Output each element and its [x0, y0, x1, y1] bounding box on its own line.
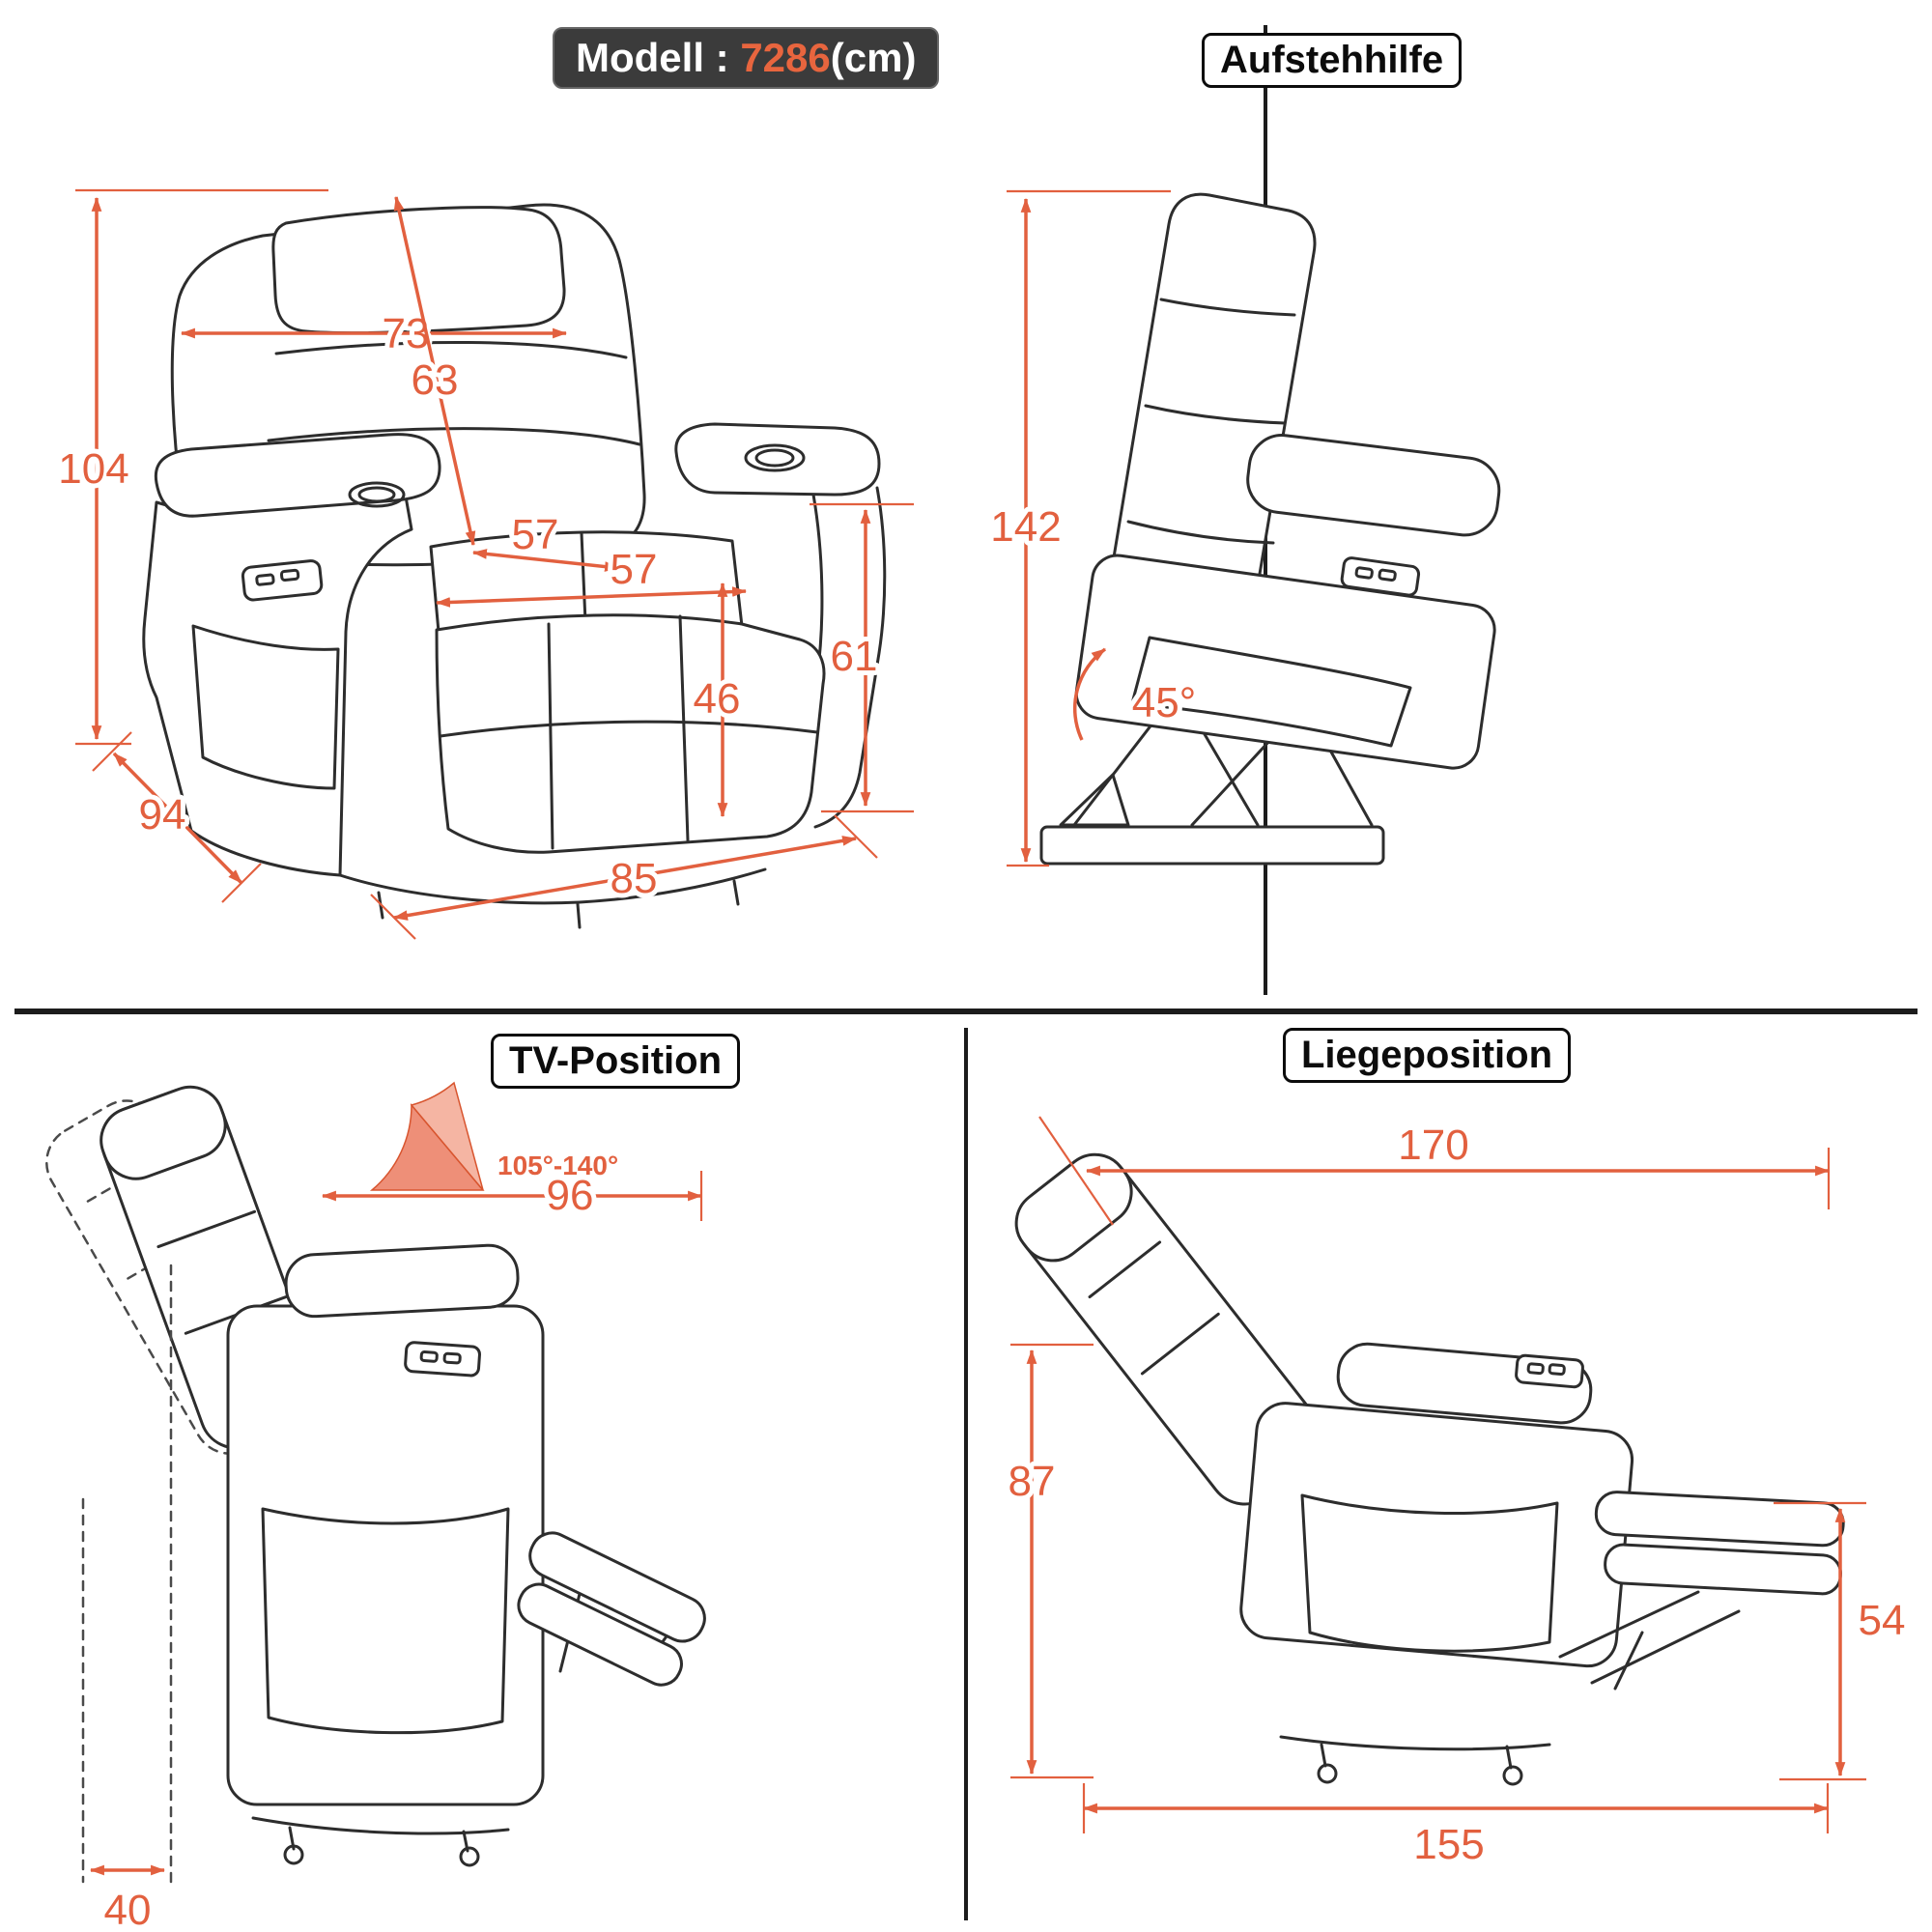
dim-label-total-length: 170 — [1398, 1122, 1468, 1169]
dim-label-back-length: 63 — [412, 356, 459, 404]
dim-label-footrest-height: 54 — [1859, 1597, 1906, 1644]
lift-panel-title: Aufstehhilfe — [1202, 33, 1463, 88]
model-title-box: Modell : 7286(cm) — [553, 27, 940, 89]
dimension-lift-angle: 45° — [1072, 647, 1201, 741]
recline-panel-title: Liegeposition — [1283, 1028, 1571, 1083]
usb-control-panel — [1515, 1353, 1584, 1389]
dim-label-total-height: 104 — [58, 445, 128, 493]
dimension-back-length: 63 — [393, 195, 476, 547]
dim-label-seat-width: 57 — [611, 546, 658, 593]
tv-panel-title: TV-Position — [491, 1034, 740, 1089]
dimension-extended-length: 96 — [321, 1167, 703, 1224]
dimension-floor-length: 155 — [1082, 1783, 1830, 1873]
recline-panel-title-label: Liegeposition — [1301, 1034, 1552, 1076]
dim-label-back-height: 87 — [1009, 1458, 1056, 1505]
dim-label-lift-height: 142 — [990, 503, 1061, 551]
dimension-back-height: 87 — [1004, 1343, 1094, 1779]
dim-label-total-width: 85 — [611, 855, 658, 902]
dimension-seat-height: 46 — [689, 582, 745, 818]
usb-control-panel — [241, 559, 324, 602]
dim-label-extended-length: 96 — [547, 1172, 594, 1219]
dim-label-lift-angle: 45° — [1132, 679, 1197, 726]
recliner-tv-view — [45, 1085, 706, 1867]
dim-label-total-depth: 94 — [139, 791, 186, 838]
dim-label-seat-depth: 57 — [512, 511, 559, 558]
dimension-seat-depth: 57 — [471, 506, 620, 572]
dimension-armrest-height: 61 — [810, 502, 914, 813]
dimension-seat-width: 57 — [435, 541, 748, 608]
dimension-total-width: 85 — [370, 814, 878, 940]
lift-panel-title-label: Aufstehhilfe — [1220, 39, 1444, 81]
dimension-lift-height: 142 — [985, 189, 1171, 867]
dim-label-wall-clearance: 40 — [104, 1887, 152, 1932]
model-title-prefix: Modell : — [576, 35, 741, 80]
tv-panel-title-label: TV-Position — [509, 1039, 722, 1082]
model-title-suffix: (cm) — [830, 35, 917, 80]
usb-control-panel — [1340, 556, 1421, 597]
dimension-recline-range: 105°-140° — [369, 1081, 622, 1191]
recliner-lift-view — [1039, 192, 1501, 866]
dimension-footrest-height: 54 — [1774, 1501, 1910, 1781]
recliner-front-view — [142, 203, 887, 929]
dim-label-armrest-height: 61 — [831, 633, 878, 680]
dim-label-floor-length: 155 — [1413, 1821, 1484, 1868]
dimension-total-height: 104 — [53, 188, 328, 746]
recliner-recline-view — [1014, 1152, 1845, 1786]
dimension-wall-clearance: 40 — [81, 1264, 173, 1932]
usb-control-panel — [404, 1341, 481, 1378]
dimension-total-depth: 94 — [92, 731, 262, 903]
model-number: 7286 — [740, 35, 831, 80]
dim-label-recline-range: 105°-140° — [497, 1151, 618, 1180]
dim-label-seat-height: 46 — [694, 675, 741, 723]
dimension-total-length: 170 — [1038, 1116, 1831, 1226]
